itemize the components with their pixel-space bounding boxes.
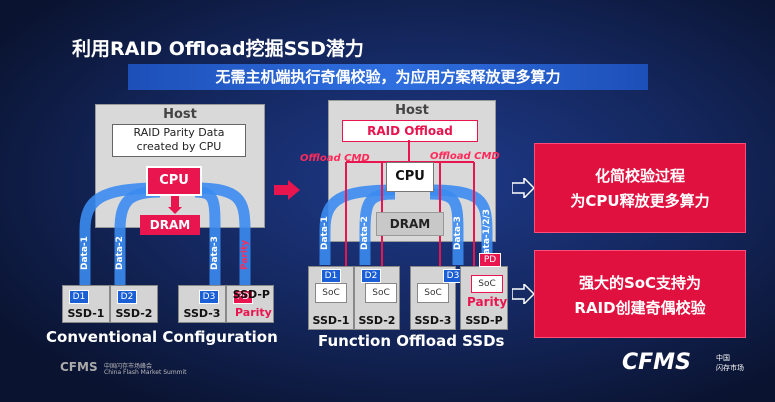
parity-label: Parity (235, 306, 272, 319)
data-chip: D1 (321, 269, 341, 283)
slide-title: 利用RAID Offload挖掘SSD潜力 (72, 38, 364, 60)
data-chip: D2 (361, 269, 381, 283)
raid-offload-box: RAID Offload (342, 120, 478, 142)
callout-line: 强大的SoC支持为 (578, 274, 702, 292)
ssd-label: SSD-2 (115, 307, 153, 320)
ssd-p-left: PD Parity SSD-P (226, 285, 274, 323)
callout-arrow-icon (512, 178, 534, 198)
callout-arrow-icon (512, 284, 534, 304)
footer-org-cn: 中国闪存市场峰会 (104, 363, 153, 370)
ssd-1-right: D1 SoC SSD-1 (308, 266, 354, 330)
soc-chip: SoC (365, 283, 397, 303)
soc-chip: SoC (471, 275, 503, 293)
caption-conventional: Conventional Configuration (46, 328, 278, 346)
callout-simplify-parity: 化简校验过程 为CPU释放更多算力 (534, 143, 746, 233)
host-label: Host (395, 103, 429, 118)
footer-org-en: China Flash Market Summit (104, 369, 187, 376)
ssd-label: SSD-1 (67, 307, 105, 320)
ssd-3-right: D3 SoC SSD-3 (410, 266, 463, 330)
ssd-label: SSD-2 (358, 314, 396, 327)
callout-soc-parity: 强大的SoC支持为 RAID创建奇偶校验 (534, 250, 746, 338)
soc-chip: SoC (417, 283, 449, 303)
ssd-label: SSD-1 (312, 314, 350, 327)
cfms-logo: CFMS (622, 350, 691, 375)
offload-cmd-label-right: Offload CMD (430, 151, 500, 162)
host-label: Host (163, 107, 197, 122)
data-chip: D3 (199, 290, 219, 304)
parity-note: RAID Parity Data created by CPU (112, 124, 246, 157)
parity-chip: PD (233, 290, 253, 304)
ssd-label: SSD-P (465, 314, 503, 327)
parity-label: Parity (467, 295, 508, 309)
callout-line: 为CPU释放更多算力 (570, 192, 710, 210)
ssd-p-right: PD SoC Parity SSD-P (460, 253, 508, 330)
ssd-2-right: D2 SoC SSD-2 (354, 266, 400, 330)
ssd-3-left: D3 SSD-3 (178, 285, 226, 323)
ssd-label: SSD-3 (414, 314, 452, 327)
soc-chip: SoC (315, 283, 347, 303)
data-label-1: Data-1 (320, 216, 330, 250)
cpu-chip-left: CPU (146, 166, 202, 196)
logo-cn-1: 中国 (716, 354, 730, 362)
ssd-1-left: D1 SSD-1 (62, 285, 110, 323)
callout-line: 化简校验过程 (594, 167, 685, 185)
ssd-label: SSD-P (232, 288, 270, 301)
cpu-chip-right: CPU (386, 162, 434, 192)
data-label-3: Data-3 (453, 216, 463, 250)
dram-left: DRAM (140, 215, 200, 235)
data-chip: D1 (69, 290, 89, 304)
data-chip: D3 (443, 269, 463, 283)
ssd-2-left: D2 SSD-2 (110, 285, 158, 323)
data-chip: D2 (117, 290, 137, 304)
ssd-label: SSD-3 (183, 307, 221, 320)
slide-subtitle: 无需主机端执行奇偶校验，为应用方案释放更多算力 (128, 64, 648, 90)
logo-cn-2: 闪存市场 (716, 364, 744, 372)
footer-logo-small: CFMS (60, 360, 98, 374)
transition-arrow-icon (274, 180, 300, 200)
caption-offload: Function Offload SSDs (318, 332, 505, 350)
parity-chip: PD (479, 253, 501, 267)
data-label-2: Data-2 (360, 216, 370, 250)
callout-line: RAID创建奇偶校验 (574, 299, 706, 317)
dram-right: DRAM (376, 212, 444, 236)
offload-cmd-label-left: Offload CMD (300, 153, 370, 164)
